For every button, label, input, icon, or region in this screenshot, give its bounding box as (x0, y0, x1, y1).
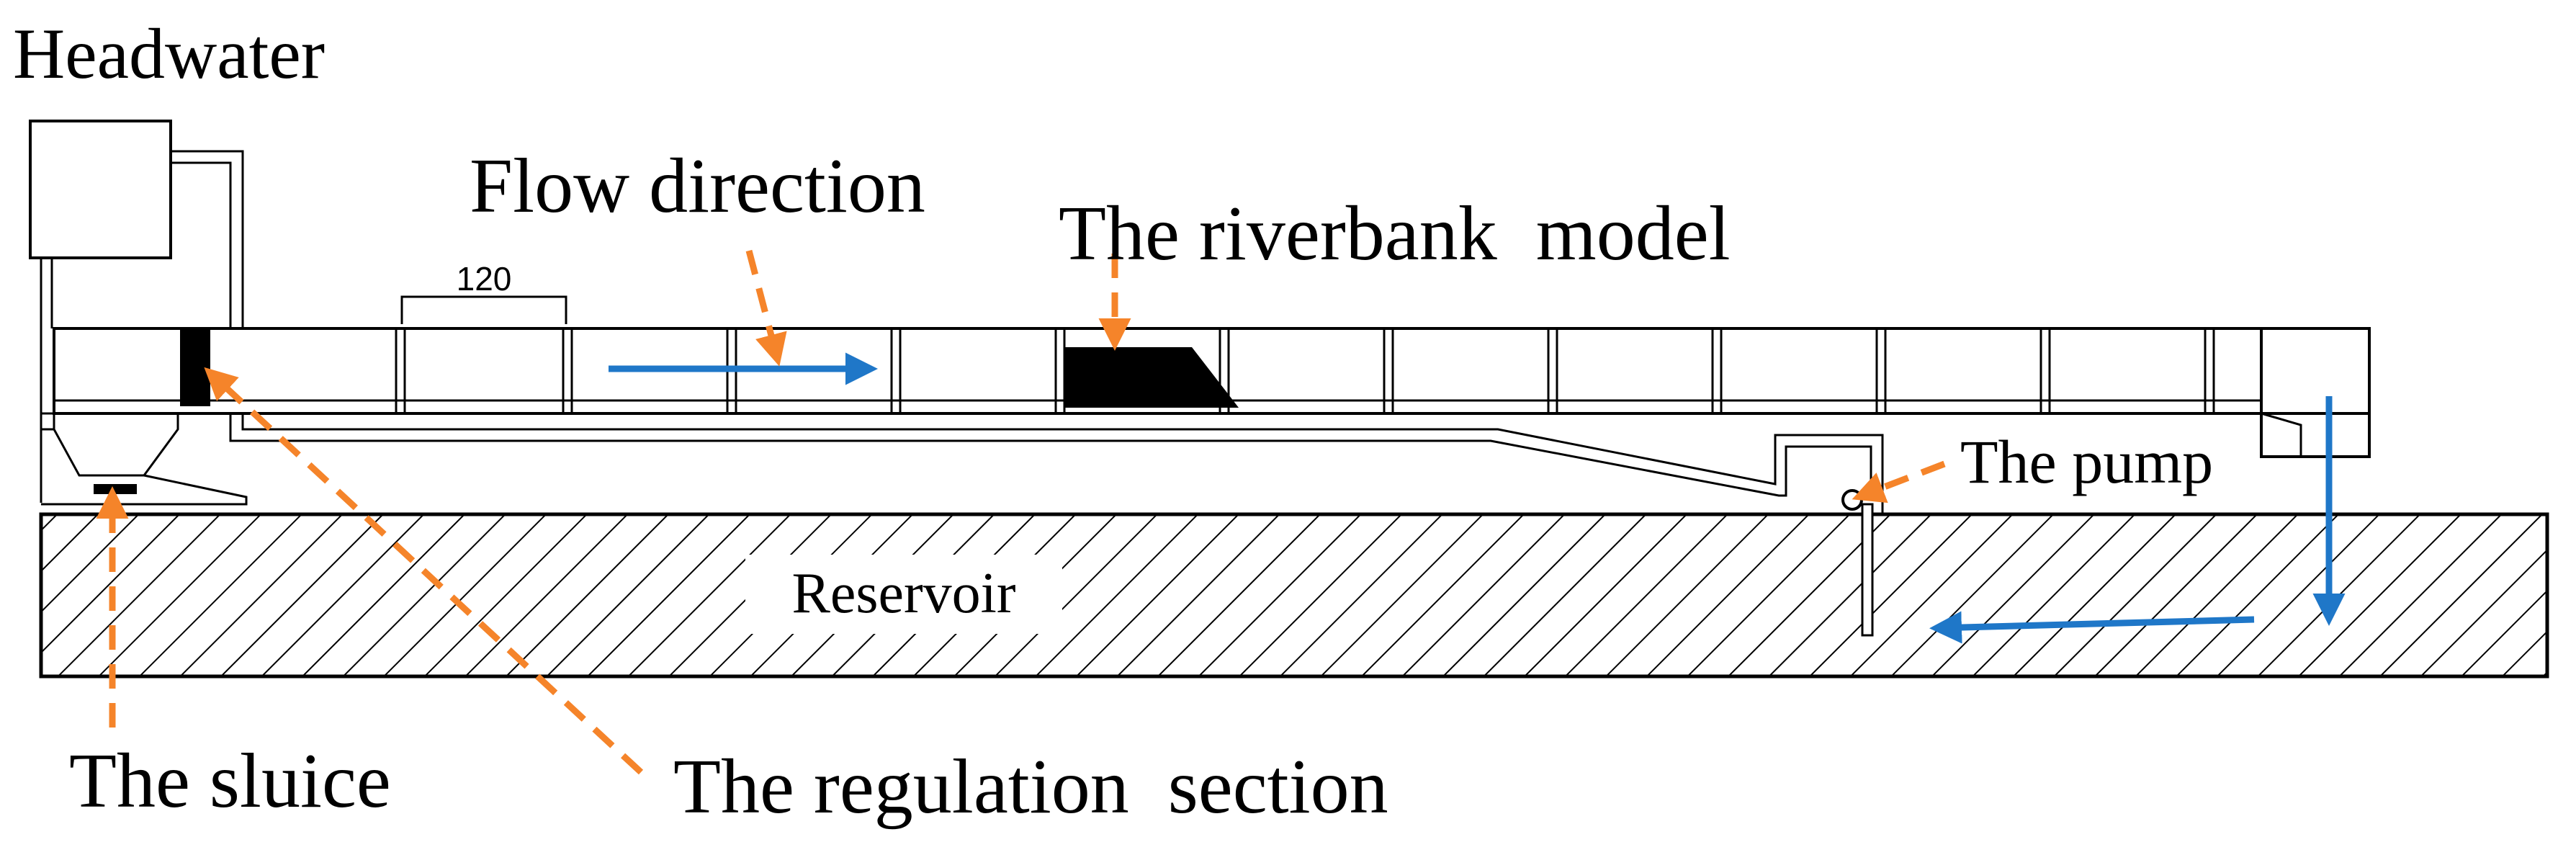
return-pipe (229, 413, 1884, 513)
dimension-label: 120 (457, 260, 512, 297)
outlet-slope (2261, 412, 2302, 457)
supply-pipe-outer (171, 150, 244, 328)
pointers (96, 249, 1946, 775)
dimension-marker: 120 (400, 260, 567, 324)
headwater-tank (29, 120, 244, 503)
reservoir: Reservoir (39, 512, 2549, 679)
flow-direction-label: Flow direction (470, 143, 925, 229)
riverbank-model (1064, 347, 1239, 408)
flow-arrows (609, 352, 2346, 644)
sluice-hopper (41, 412, 248, 506)
reservoir-block (39, 512, 2549, 679)
outlet-box (2260, 327, 2371, 458)
sluice-label: The sluice (69, 738, 391, 824)
pointer-pump (1852, 460, 1946, 503)
headwater-label: Headwater (13, 14, 325, 94)
sluice-block (94, 484, 137, 494)
supply-pipe-inner (171, 161, 232, 328)
flow-arrow-return (1929, 611, 2255, 644)
pump-label-box (1955, 426, 2243, 498)
pump-pipe (1861, 503, 1874, 637)
pump-label: The pump (1960, 427, 2213, 496)
regulation-gate (180, 330, 210, 406)
pointer-flow-direction (745, 249, 787, 367)
reservoir-label-box (745, 555, 1062, 634)
flume-channel (53, 327, 2371, 458)
regulation-section-label: The regulation section (673, 744, 1388, 830)
pointer-regulation (204, 367, 644, 775)
headwater-box (29, 120, 172, 259)
reservoir-label: Reservoir (791, 562, 1015, 625)
pump (1841, 489, 1874, 637)
riverbank-model-label: The riverbank model (1059, 191, 1731, 277)
